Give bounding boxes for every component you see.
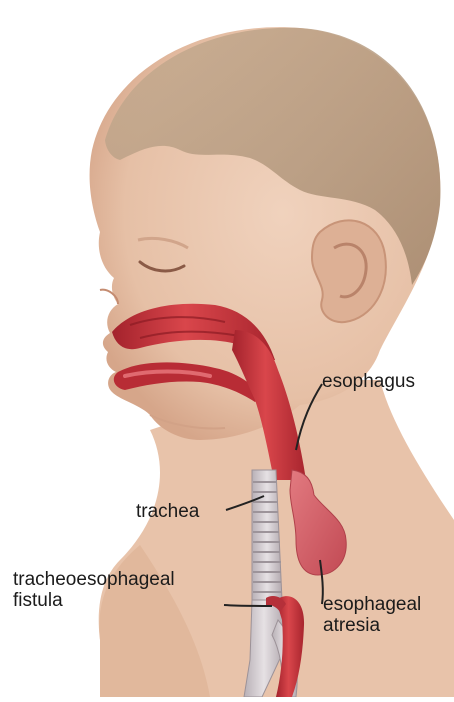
leader-fistula bbox=[224, 605, 272, 606]
esophageal-atresia-label: esophageal atresia bbox=[323, 594, 421, 636]
trachea-label: trachea bbox=[136, 501, 199, 522]
fistula-label-line-1: tracheoesophageal bbox=[13, 569, 175, 590]
atresia-label-line-1: esophageal bbox=[323, 594, 421, 615]
fistula-label-line-2: fistula bbox=[13, 590, 175, 611]
atresia-label-line-2: atresia bbox=[323, 615, 421, 636]
esophagus-label: esophagus bbox=[322, 371, 415, 392]
tracheoesophageal-fistula-label: tracheoesophageal fistula bbox=[13, 569, 175, 611]
